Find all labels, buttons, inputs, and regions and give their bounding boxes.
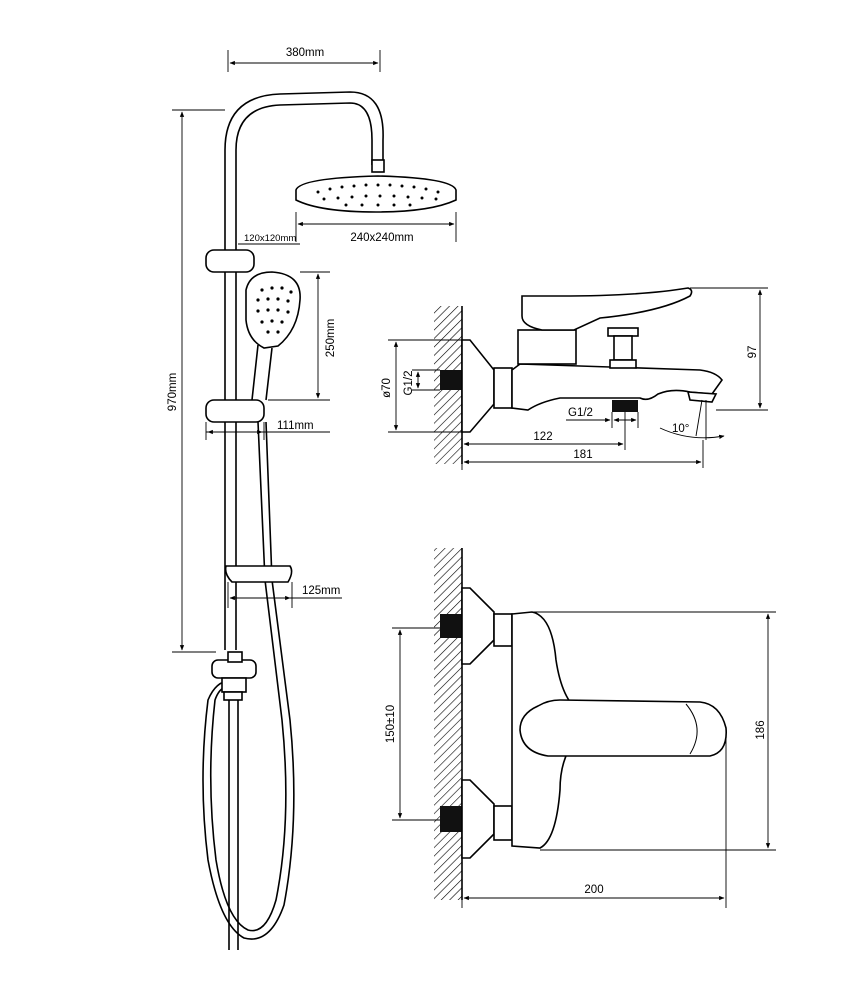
- dim-111-label: 111mm: [277, 420, 314, 432]
- top-inlet-thread-lower: [440, 806, 462, 832]
- top-flange-lower: [461, 779, 495, 859]
- dim-150-label: 150±10: [385, 705, 397, 743]
- angle-label: 10°: [672, 423, 689, 435]
- overhead-arm: [224, 91, 384, 165]
- mixer-body: [511, 363, 723, 411]
- hand-shower-nozzles: [256, 286, 293, 334]
- wall-hatch-top: [434, 548, 462, 900]
- wall-flange: [461, 339, 495, 433]
- dim-970-label: 970mm: [167, 373, 179, 411]
- angle-arc: [659, 427, 725, 439]
- lever-handle: [521, 287, 693, 331]
- dim-g12-out-label: G1/2: [568, 407, 593, 419]
- dim-120-label: 120x120mm: [244, 233, 296, 244]
- soap-dish: [224, 565, 293, 583]
- shower-head-nozzles: [316, 183, 440, 207]
- diverter-knob-stem: [613, 335, 633, 361]
- diverter-outlet: [223, 691, 243, 701]
- dim-200-label: 200: [584, 884, 603, 896]
- shower-hose: [209, 421, 287, 932]
- mixer-side-view: ø70 G1/2 97 G1/2 10° 122 181: [381, 287, 768, 470]
- hand-shower-holder: [205, 249, 255, 273]
- dim-g12-in-label: G1/2: [403, 371, 415, 396]
- cartridge-housing: [517, 329, 577, 365]
- shower-column-drawing: 380mm 240x240mm 120x120mm 970mm 250mm 11…: [167, 47, 457, 950]
- top-flange-upper: [461, 587, 495, 665]
- outlet-thread: [612, 400, 638, 412]
- diverter-knob-top: [607, 327, 639, 337]
- dim-o70-label: ø70: [381, 378, 393, 398]
- hand-shower-handle: [251, 344, 273, 401]
- dim-97-label: 97: [747, 346, 759, 359]
- coupling-nut: [493, 367, 513, 409]
- diverter-top: [227, 651, 243, 663]
- shower-head: [295, 175, 457, 213]
- hand-shower: [245, 271, 301, 349]
- shower-hose-inner: [202, 421, 295, 940]
- spout-tip: [686, 391, 718, 403]
- dim-250-label: 250mm: [325, 319, 337, 357]
- dim-186-label: 186: [755, 720, 767, 739]
- top-nut-upper: [493, 613, 513, 647]
- dim-181-label: 181: [573, 449, 592, 461]
- top-lever-tip-edge: [685, 703, 698, 755]
- dim-240-label: 240x240mm: [350, 232, 413, 244]
- height-slider: [205, 399, 265, 423]
- mixer-top-view: 150±10 186 200: [385, 548, 776, 908]
- lower-pipe: [228, 700, 239, 950]
- top-nut-lower: [493, 805, 513, 841]
- top-inlet-thread-upper: [440, 614, 462, 638]
- dim-125-label: 125mm: [302, 585, 340, 597]
- dim-380-label: 380mm: [286, 47, 324, 59]
- diverter-knob-base: [609, 359, 637, 369]
- inlet-thread: [440, 370, 462, 390]
- dim-122-label: 122: [533, 431, 552, 443]
- top-lever-handle: [519, 699, 727, 757]
- angle-spout-line: [695, 399, 703, 437]
- diverter-bottom: [221, 677, 247, 693]
- arm-connector: [371, 159, 385, 173]
